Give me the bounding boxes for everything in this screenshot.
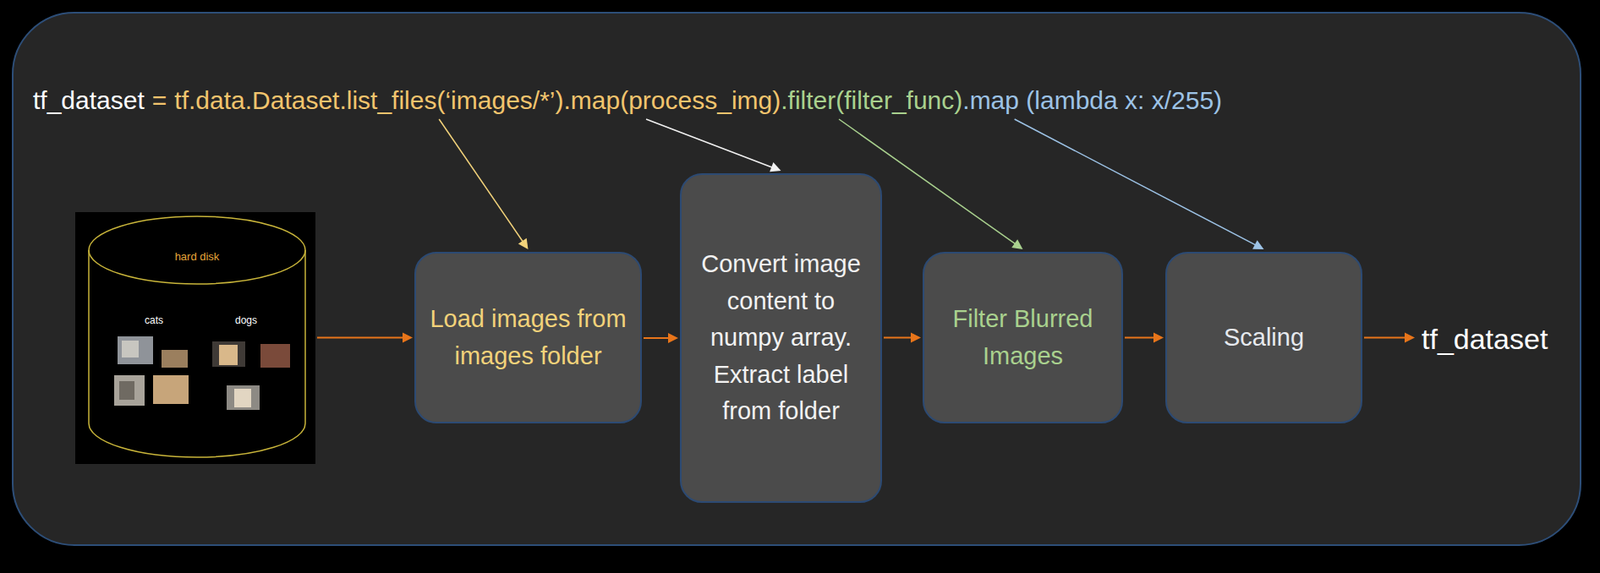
process-label: Convert image content to numpy array. Ex… — [690, 246, 872, 431]
arrow-line — [1124, 337, 1156, 340]
arrow-head — [1404, 333, 1415, 344]
arrow-head — [1153, 333, 1164, 344]
output-arrow — [1364, 333, 1415, 344]
arrow-line — [1364, 337, 1407, 340]
code-segment: .map(process_img) — [563, 86, 781, 116]
code-segment: = — [152, 86, 168, 116]
arrow-line — [883, 337, 913, 340]
process-box: Filter Blurred Images — [922, 252, 1124, 424]
box-text: Load images from images folder — [416, 301, 641, 375]
process-label: Scaling — [1223, 319, 1305, 357]
folder-name: dogs — [235, 314, 258, 327]
leader-head — [1011, 239, 1023, 250]
flow-arrow — [317, 333, 413, 344]
flow-arrow — [643, 333, 679, 344]
process-label: Filter Blurred Images — [932, 301, 1113, 375]
box-text: Scaling — [1215, 319, 1313, 357]
process-box: Convert image content to numpy array. Ex… — [679, 173, 883, 504]
leader-line — [646, 119, 781, 172]
flow-arrow — [1124, 333, 1164, 344]
leader-stroke — [1014, 119, 1257, 246]
leader-stroke — [646, 119, 773, 168]
code-segment: tf_dataset — [32, 86, 145, 116]
code-line: tf_dataset=tf.data.Dataset.list_files(‘i… — [32, 86, 1222, 116]
box-text: Filter Blurred Images — [924, 301, 1122, 375]
leader-stroke — [438, 119, 524, 243]
disk-title: hard disk — [175, 250, 220, 264]
folder-name: cats — [144, 314, 164, 327]
arrow-line — [643, 337, 670, 340]
code-segment: tf.data.Dataset.list_files(‘images/*’) — [174, 86, 564, 116]
process-box: Load images from images folder — [414, 252, 642, 424]
arrow-head — [668, 333, 679, 344]
arrow-head — [910, 333, 921, 344]
flow-arrow — [883, 333, 921, 344]
process-box: Scaling — [1165, 252, 1363, 424]
leader-line — [1014, 119, 1265, 250]
process-label: Load images from images folder — [424, 301, 632, 375]
arrow-head — [402, 333, 413, 344]
hard-disk-node: hard disk cats dogs — [75, 212, 316, 465]
leader-head — [769, 162, 781, 172]
leader-head — [518, 238, 529, 250]
code-segment: .map (lambda x: x/255) — [962, 86, 1222, 116]
code-segment: .filter(filter_func) — [780, 86, 963, 116]
leader-head — [1252, 240, 1264, 250]
arrow-line — [317, 337, 405, 340]
output-label: tf_dataset — [1421, 323, 1548, 357]
box-text: Convert image content to numpy array. Ex… — [681, 246, 881, 431]
leader-line — [438, 119, 528, 250]
